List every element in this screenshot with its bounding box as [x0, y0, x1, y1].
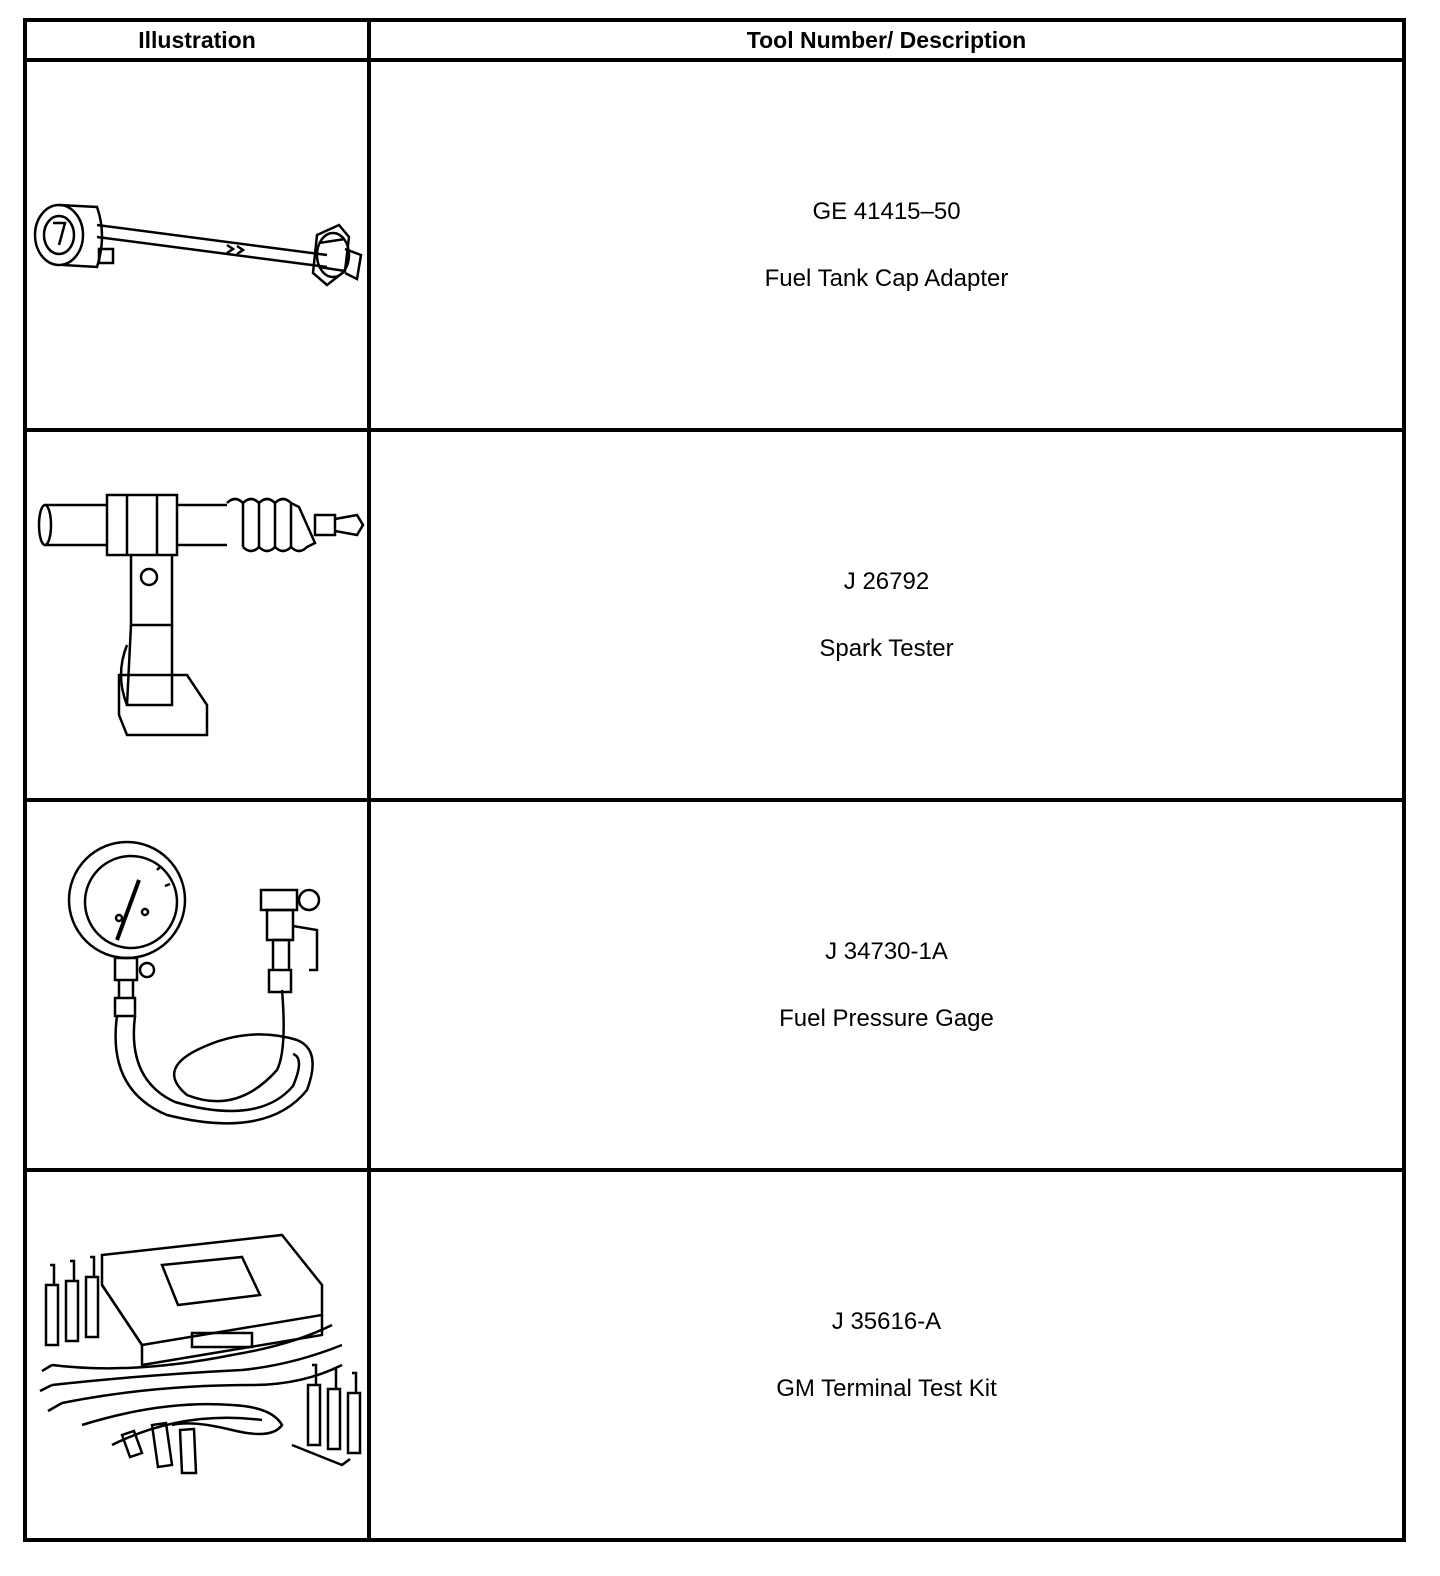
illustration-cell [23, 798, 371, 1172]
header-row: Illustration Tool Number/ Description [23, 18, 1406, 62]
tool-number: J 34730-1A [825, 937, 948, 965]
tool-number: J 35616-A [831, 1307, 942, 1335]
tool-number: J 26792 [843, 567, 930, 595]
header-illustration: Illustration [23, 18, 371, 62]
table-row: J 34730-1A Fuel Pressure Gage [23, 798, 1406, 1172]
description-cell: J 34730-1A Fuel Pressure Gage [367, 798, 1406, 1172]
terminal-test-kit-icon [39, 1233, 362, 1475]
tool-description: Fuel Pressure Gage [779, 1004, 994, 1032]
table-row: J 35616-A GM Terminal Test Kit [23, 1168, 1406, 1542]
description-cell: GE 41415–50 Fuel Tank Cap Adapter [367, 58, 1406, 432]
illustration-cell [23, 1168, 371, 1542]
special-tools-table: Illustration Tool Number/ Description [23, 18, 1406, 1542]
table-row: J 26792 Spark Tester [23, 428, 1406, 802]
spark-tester-icon [37, 493, 365, 737]
header-tool-number-description: Tool Number/ Description [367, 18, 1406, 62]
table-row: GE 41415–50 Fuel Tank Cap Adapter [23, 58, 1406, 432]
illustration-cell [23, 58, 371, 432]
description-cell: J 35616-A GM Terminal Test Kit [367, 1168, 1406, 1542]
fuel-tank-cap-adapter-icon [33, 203, 363, 287]
tool-description: Fuel Tank Cap Adapter [764, 264, 1009, 292]
description-cell: J 26792 Spark Tester [367, 428, 1406, 802]
tool-description: Spark Tester [819, 634, 954, 662]
fuel-pressure-gage-icon [67, 840, 321, 1125]
tool-number: GE 41415–50 [812, 197, 961, 225]
illustration-cell [23, 428, 371, 802]
tool-description: GM Terminal Test Kit [776, 1374, 997, 1402]
